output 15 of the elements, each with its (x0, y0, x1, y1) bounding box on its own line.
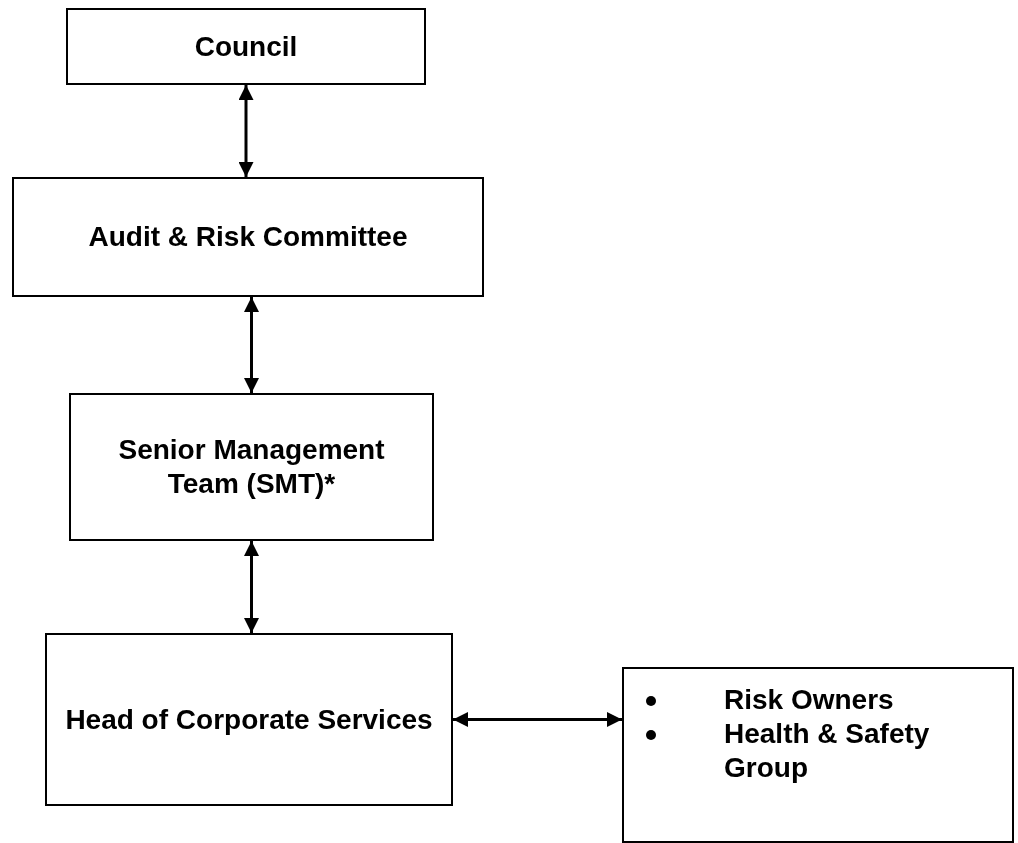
process-box (69, 393, 434, 541)
process-box (45, 633, 453, 806)
double-arrow (244, 297, 259, 393)
box-label: Head of Corporate Services (65, 702, 433, 737)
box-label: Audit & Risk Committee (88, 220, 408, 254)
list-item-text: Health & Safety Group (724, 717, 931, 785)
box-label: Council (194, 29, 298, 64)
box-label: Senior Management Team (SMT)* (117, 433, 386, 501)
double-arrow (244, 541, 259, 633)
double-arrow (238, 85, 254, 177)
process-box (12, 177, 484, 297)
double-arrow (453, 712, 622, 727)
list-item-text: Risk Owners (724, 683, 894, 717)
process-box (66, 8, 426, 85)
list-box (622, 667, 1014, 843)
